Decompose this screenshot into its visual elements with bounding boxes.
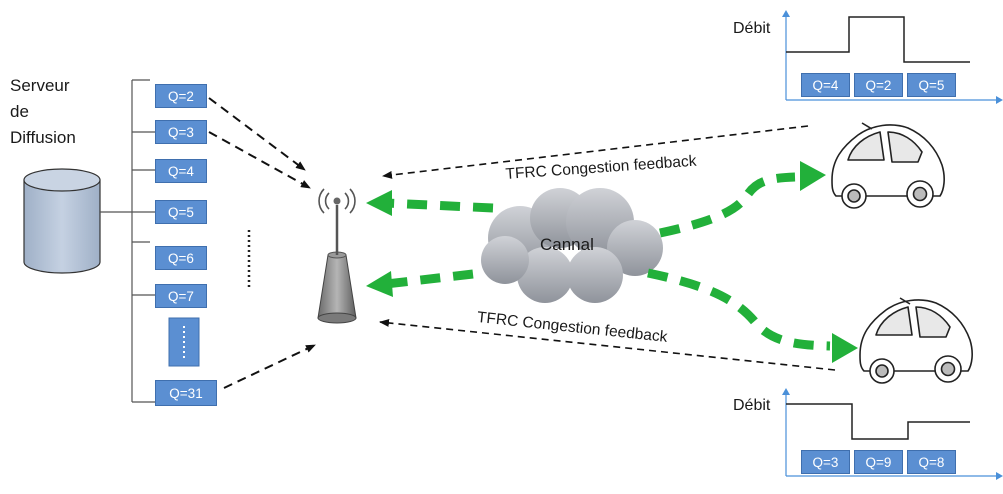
top-chart-ylabel: Débit xyxy=(733,20,771,37)
quality-box-q3: Q=3 xyxy=(155,120,207,144)
bottom-chart-ylabel: Débit xyxy=(733,397,771,414)
quality-box-q5: Q=5 xyxy=(155,200,207,224)
antenna-icon xyxy=(317,188,357,324)
top-chart-segment-1: Q=4 xyxy=(801,73,850,97)
quality-box-q6: Q=6 xyxy=(155,246,207,270)
server-database-icon xyxy=(23,168,101,274)
top-chart-step-line xyxy=(786,16,970,63)
car-icon-bottom xyxy=(859,297,973,384)
car-icon-top xyxy=(831,122,945,209)
green-arrow-to-antenna-bottom xyxy=(385,269,474,289)
top-chart-segment-3: Q=5 xyxy=(907,73,956,97)
channel-label: Cannal xyxy=(540,235,594,254)
quality-box-q4: Q=4 xyxy=(155,159,207,183)
quality-tree xyxy=(131,79,155,403)
bottom-chart-segment-3: Q=8 xyxy=(907,450,956,474)
arrow-q3 xyxy=(208,131,311,189)
server-to-antenna-arrows xyxy=(208,97,316,389)
green-flow-arrows xyxy=(385,172,831,351)
arrow-q2 xyxy=(208,97,306,171)
quality-box-q2: Q=2 xyxy=(155,84,207,108)
green-arrow-to-antenna-top xyxy=(385,198,494,213)
quality-box-q7: Q=7 xyxy=(155,284,207,308)
arrow-q31 xyxy=(223,344,316,389)
server-label-line-2: de xyxy=(10,102,29,121)
server-label-line-3: Diffusion xyxy=(10,128,76,147)
bottom-chart-segment-1: Q=3 xyxy=(801,450,850,474)
green-arrow-to-car-bottom xyxy=(647,268,831,351)
feedback-arrow-bottom xyxy=(379,318,836,371)
green-arrow-to-car-top xyxy=(659,172,796,238)
bottom-chart-step-line xyxy=(786,403,970,440)
quality-box-q31: Q=31 xyxy=(155,380,217,406)
server-label-line-1: Serveur xyxy=(10,76,70,95)
cloud-icon xyxy=(481,188,663,303)
top-chart-segment-2: Q=2 xyxy=(854,73,903,97)
bottom-chart-segment-2: Q=9 xyxy=(854,450,903,474)
top-chart xyxy=(782,10,1003,104)
green-arrowheads xyxy=(366,161,858,363)
bottom-chart xyxy=(782,388,1003,480)
